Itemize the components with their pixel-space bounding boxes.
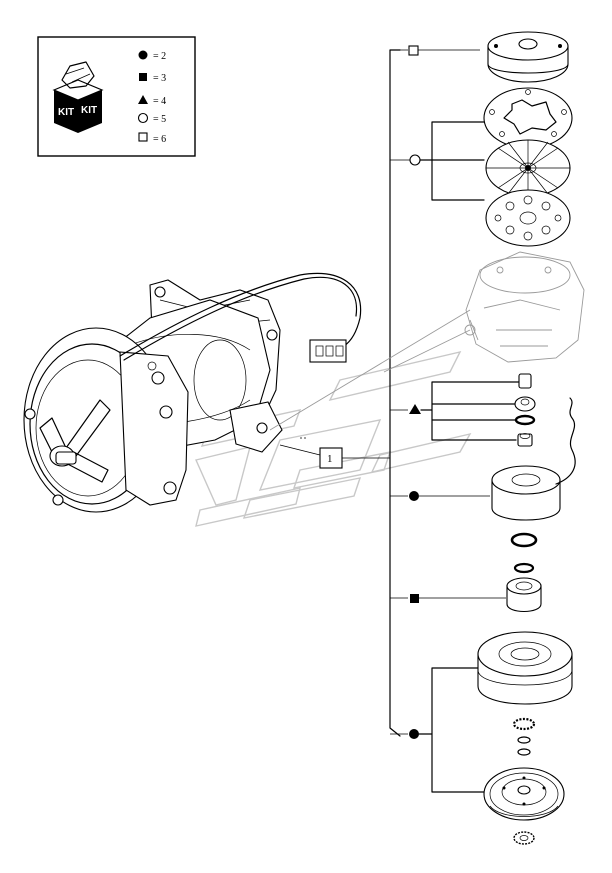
clutch-field-coil bbox=[491, 397, 576, 521]
snap-ring bbox=[510, 532, 538, 548]
exploded-parts bbox=[269, 31, 585, 845]
kit-label-right: KIT bbox=[81, 105, 97, 116]
hub-shims bbox=[512, 717, 536, 756]
filled-circle-marker-icon-upper bbox=[409, 491, 419, 501]
legend-label-3: = 3 bbox=[153, 73, 166, 84]
kit-box-icon: KIT KIT bbox=[52, 61, 104, 133]
brand-watermark bbox=[187, 350, 472, 527]
open-circle-icon bbox=[137, 112, 149, 124]
cylinder-head-cover bbox=[487, 31, 569, 83]
pulley-bearing bbox=[506, 562, 542, 613]
filled-circle-marker-icon-lower bbox=[409, 729, 419, 739]
shaft-seal-kit bbox=[514, 373, 536, 447]
clutch-hub-plate bbox=[483, 767, 565, 821]
filled-circle-icon bbox=[138, 50, 148, 60]
reference-number: 1 bbox=[327, 453, 333, 465]
open-circle-marker-icon bbox=[409, 154, 421, 166]
clutch-pulley bbox=[477, 631, 573, 705]
open-square-icon bbox=[138, 132, 148, 142]
open-square-marker-icon bbox=[408, 45, 419, 56]
filled-triangle-marker-icon bbox=[409, 404, 421, 414]
grouping-bracket bbox=[389, 45, 521, 793]
legend-label-4: = 4 bbox=[153, 96, 166, 107]
filled-triangle-icon bbox=[138, 95, 148, 104]
kit-legend: KIT KIT = 2 = 3 = 4 = 5 = 6 bbox=[37, 36, 196, 157]
callout-reference: 1 bbox=[279, 437, 390, 469]
valve-plate bbox=[485, 139, 571, 197]
compressor-assembly bbox=[23, 272, 362, 513]
filled-square-icon bbox=[139, 73, 147, 81]
legend-label-6: = 6 bbox=[153, 134, 166, 145]
filled-square-marker-icon bbox=[410, 594, 419, 603]
valve-gasket bbox=[485, 189, 571, 247]
legend-label-2: = 2 bbox=[153, 51, 166, 62]
head-gasket bbox=[483, 87, 573, 149]
hub-nut bbox=[513, 831, 535, 845]
cylinder-block-ghost bbox=[269, 251, 585, 431]
legend-label-5: = 5 bbox=[153, 114, 166, 125]
kit-label-left: KIT bbox=[58, 107, 74, 118]
